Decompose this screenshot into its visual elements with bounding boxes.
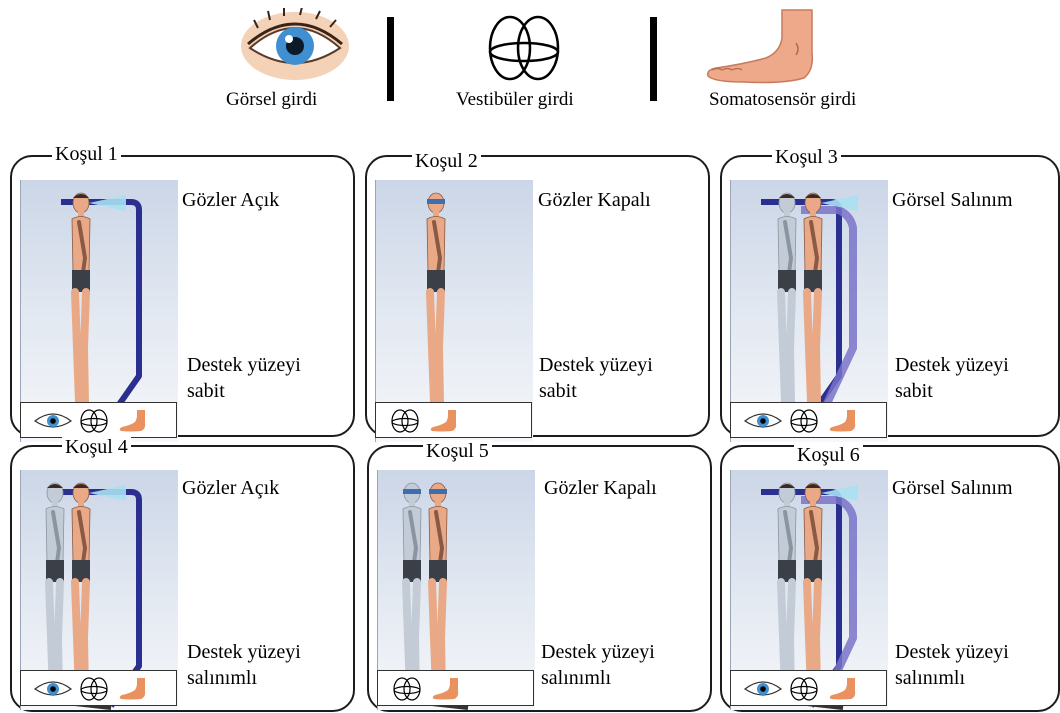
legend-visual-label: Görsel girdi — [226, 89, 317, 111]
foot-icon — [704, 8, 834, 88]
support-surface-line1: Destek yüzeyi — [895, 639, 1009, 665]
condition-label: Görsel Salınım — [892, 477, 1013, 500]
sensory-input-icons — [20, 670, 177, 706]
support-surface-line1: Destek yüzeyi — [895, 352, 1009, 378]
vestibular-icon — [787, 409, 821, 433]
sensory-input-icons — [20, 402, 177, 438]
sensory-input-icons — [730, 402, 887, 438]
support-surface-label: Destek yüzeyi salınımlı — [895, 639, 1009, 691]
eye-icon — [743, 677, 783, 701]
support-surface-line2: salınımlı — [895, 665, 1009, 691]
foot-icon — [117, 677, 151, 701]
legend-somatosensory-label: Somatosensör girdi — [709, 89, 856, 111]
support-surface-label: Destek yüzeyi salınımlı — [541, 639, 655, 691]
eye-icon — [743, 409, 783, 433]
eye-icon — [240, 8, 350, 84]
condition-title: Koşul 4 — [62, 436, 131, 459]
condition-title: Koşul 5 — [423, 440, 492, 463]
separator-2 — [650, 17, 657, 101]
vestibular-icon — [388, 409, 422, 433]
sensory-input-icons — [377, 670, 534, 706]
legend-vestibular-label: Vestibüler girdi — [456, 89, 574, 111]
support-surface-label: Destek yüzeyi salınımlı — [187, 639, 301, 691]
condition-panel: Koşul 1 Gözler Açık Destek yüzeyi sabit — [10, 155, 355, 437]
foot-icon — [827, 677, 861, 701]
support-surface-line2: salınımlı — [541, 665, 655, 691]
support-surface-line2: salınımlı — [187, 665, 301, 691]
support-surface-line1: Destek yüzeyi — [539, 352, 653, 378]
condition-label: Gözler Açık — [182, 477, 279, 500]
legend-vestibular: Vestibüler girdi — [450, 6, 590, 126]
condition-panel: Koşul 6 Görsel Salınım — [720, 445, 1060, 712]
vestibular-icon — [77, 409, 111, 433]
legend-somatosensory: Somatosensör girdi — [700, 6, 900, 126]
eye-icon — [33, 409, 73, 433]
condition-label: Gözler Açık — [182, 189, 279, 212]
support-surface-line1: Destek yüzeyi — [187, 352, 301, 378]
legend-visual: Görsel girdi — [235, 6, 375, 126]
condition-panel: Koşul 3 Görsel Salınım — [720, 155, 1060, 437]
support-surface-line1: Destek yüzeyi — [541, 639, 655, 665]
support-surface-line2: sabit — [539, 378, 653, 404]
condition-title: Koşul 6 — [794, 444, 863, 467]
vestibular-icon — [390, 677, 424, 701]
condition-label: Gözler Kapalı — [538, 189, 651, 212]
support-surface-label: Destek yüzeyi sabit — [539, 352, 653, 404]
condition-label: Görsel Salınım — [892, 189, 1013, 212]
support-surface-line2: sabit — [187, 378, 301, 404]
condition-panel: Koşul 2 Gözler Kapalı Destek yüzeyi sabi… — [365, 155, 710, 437]
sensory-input-icons — [730, 670, 887, 706]
sensory-input-icons — [375, 402, 532, 438]
foot-icon — [117, 409, 151, 433]
condition-panel: Koşul 4 Gözler Açık — [10, 445, 355, 712]
condition-title: Koşul 1 — [52, 143, 121, 166]
condition-title: Koşul 2 — [412, 150, 481, 173]
support-surface-line2: sabit — [895, 378, 1009, 404]
vestibular-icon — [787, 677, 821, 701]
condition-title: Koşul 3 — [772, 146, 841, 169]
condition-label: Gözler Kapalı — [544, 477, 657, 500]
separator-1 — [387, 17, 394, 101]
legend: Görsel girdi Vestibüler girdi Somatosens… — [0, 0, 1060, 150]
vestibular-icon — [77, 677, 111, 701]
support-surface-line1: Destek yüzeyi — [187, 639, 301, 665]
foot-icon — [430, 677, 464, 701]
vestibular-icon — [480, 10, 580, 90]
foot-icon — [827, 409, 861, 433]
eye-icon — [33, 677, 73, 701]
condition-panel: Koşul 5 Gözler Kapalı Destek yüzeyi — [367, 445, 712, 712]
support-surface-label: Destek yüzeyi sabit — [187, 352, 301, 404]
support-surface-label: Destek yüzeyi sabit — [895, 352, 1009, 404]
foot-icon — [428, 409, 462, 433]
